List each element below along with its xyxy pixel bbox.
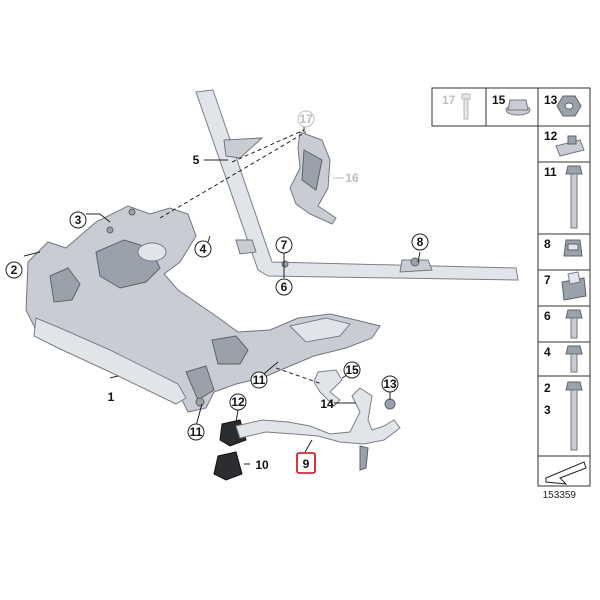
callout-6-circle <box>275 278 293 296</box>
callout-2: 2 <box>11 263 18 277</box>
bolt-4-icon <box>565 345 583 373</box>
callout-6: 6 <box>281 280 288 294</box>
callout-7-circle <box>275 236 293 254</box>
callout-3-circle <box>69 211 87 229</box>
callout-14: 14 <box>320 397 334 411</box>
callout-12-circle <box>229 393 247 411</box>
cage-nut-7-icon <box>561 271 587 301</box>
callout-11b: 11 <box>253 373 266 387</box>
wishbone[interactable] <box>235 369 401 471</box>
callout-9: 9 <box>303 457 310 471</box>
callout-17-circle <box>297 110 315 128</box>
table-label-11: 11 <box>544 165 557 179</box>
flange-nut-15-icon <box>505 99 531 116</box>
callout-1: 1 <box>108 390 115 404</box>
callout-11a: 11 <box>190 425 203 439</box>
callout-13: 13 <box>383 377 397 391</box>
hex-nut-13-icon <box>556 95 582 117</box>
bolt-17-icon <box>461 93 471 120</box>
table-label-6: 6 <box>544 309 551 323</box>
callout-15: 15 <box>345 363 359 377</box>
clip-8-icon <box>563 239 583 257</box>
diagram-number: 153359 <box>543 490 577 501</box>
table-label-3: 3 <box>544 403 551 417</box>
callout-7: 7 <box>281 238 288 252</box>
callout-5: 5 <box>193 153 200 167</box>
front-axle-carrier[interactable] <box>25 205 381 413</box>
callout-8: 8 <box>417 235 424 249</box>
highlight-box <box>296 452 316 474</box>
table-label-15: 15 <box>492 93 506 107</box>
callouts: 1 2 3 4 5 6 7 8 9 10 11 11 12 13 14 15 1… <box>5 110 429 474</box>
table-label-2: 2 <box>544 381 551 395</box>
table-label-12: 12 <box>544 129 558 143</box>
callout-4: 4 <box>200 242 207 256</box>
clip-nut-12-icon <box>555 135 585 157</box>
rubber-mount[interactable] <box>213 419 247 481</box>
callout-16: 16 <box>345 171 359 185</box>
callout-11b-circle <box>250 371 268 389</box>
callout-2-circle <box>5 261 23 279</box>
table-label-17: 17 <box>442 93 456 107</box>
leader-lines <box>23 121 421 465</box>
long-bolt-11-icon <box>565 165 583 229</box>
reinforcement-strut[interactable] <box>195 89 519 281</box>
heat-shield-bracket[interactable] <box>289 131 337 225</box>
bolt-2-3-icon <box>565 381 583 451</box>
table-label-7: 7 <box>544 273 551 287</box>
callout-10: 10 <box>255 458 269 472</box>
callout-13-circle <box>381 375 399 393</box>
table-label-13: 13 <box>544 93 558 107</box>
table-label-8: 8 <box>544 237 551 251</box>
callout-17: 17 <box>299 112 313 126</box>
callout-11a-circle <box>187 423 205 441</box>
arrow-icon <box>545 461 587 485</box>
callout-3: 3 <box>75 213 82 227</box>
callout-4-circle <box>194 240 212 258</box>
callout-8-circle <box>411 233 429 251</box>
bolt-6-icon <box>565 309 583 339</box>
table-label-4: 4 <box>544 345 551 359</box>
callout-15-circle <box>343 361 361 379</box>
callout-12: 12 <box>231 395 245 409</box>
parts-table: 17 15 13 12 11 8 7 6 4 2 3 <box>431 87 591 487</box>
